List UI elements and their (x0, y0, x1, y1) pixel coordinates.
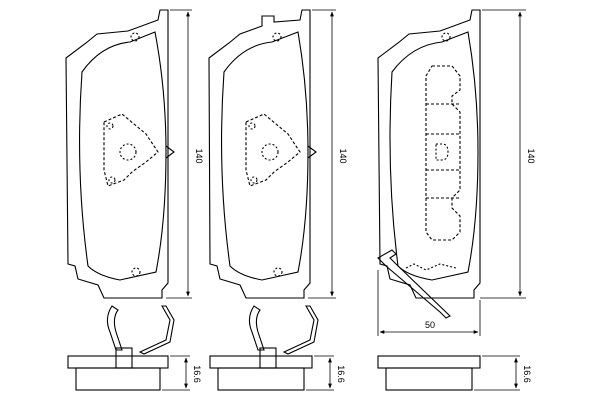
brake-pad-2-front-view (208, 9, 317, 299)
pad-2-thickness-dimension (306, 355, 334, 391)
pad-1-side-spring (138, 305, 175, 355)
pad-3-hidden-slot-pattern (425, 65, 461, 241)
pad-3-thickness-dimension (474, 355, 520, 391)
pad-1-backing-plate-outline (65, 9, 169, 299)
pad-2-clip-hole-right (250, 176, 258, 184)
pad-2-thickness-label: 16.6 (336, 365, 346, 383)
pad-3-width-label: 50 (425, 320, 435, 330)
pad-3-wear-indicator-spring (377, 249, 451, 319)
pad-2-side-view (209, 305, 319, 391)
pad-1-hidden-clip (103, 113, 159, 187)
pad-1-clip-hole-right (108, 176, 116, 184)
pad-2-mount-hole-bottom (273, 267, 283, 277)
pad-1-mount-hole-bottom (131, 267, 141, 277)
pad-3-friction-material (389, 31, 479, 281)
pad-2-height-label: 140 (338, 148, 348, 163)
pad-1-mount-hole-top (130, 32, 140, 42)
pad-3-thickness-label: 16.6 (522, 365, 532, 383)
pad-1-thickness-label: 16.6 (192, 365, 202, 383)
pad-1-clip-hole-left (106, 122, 114, 130)
pad-3-mount-hole-top (441, 32, 451, 42)
pad-3-side-friction (385, 367, 473, 391)
pad-2-clip-hole-left (248, 122, 256, 130)
brake-pad-3-rear-view (377, 9, 481, 319)
pad-2-side-friction (217, 367, 305, 391)
pad-3-hidden-d-shape (435, 143, 449, 161)
pad-1-height-label: 140 (194, 148, 204, 163)
pad-3-side-backing (377, 355, 481, 369)
pad-1-side-clip (106, 305, 123, 351)
pad-1-friction-material (79, 31, 167, 281)
pad-2-hidden-hole (261, 143, 279, 161)
pad-1-thickness-dimension (162, 355, 190, 391)
pad-1-side-tab (165, 145, 175, 159)
pad-1-side-backing (67, 355, 169, 369)
pad-2-side-tab (307, 145, 317, 159)
pad-3-width-dimension (377, 270, 481, 336)
pad-2-side-backing (209, 355, 313, 369)
pad-1-side-friction (75, 367, 161, 391)
pad-1-side-view (67, 305, 175, 391)
pad-2-backing-plate-outline (208, 9, 311, 299)
pad-1-side-clip-block (115, 347, 133, 369)
pad-2-side-spring (282, 305, 319, 355)
pad-1-height-dimension (166, 9, 192, 299)
pad-3-height-label: 140 (526, 148, 536, 163)
pad-1-hidden-hole (119, 143, 137, 161)
pad-3-bottom-hidden-tab (405, 263, 457, 271)
pad-2-side-clip (248, 305, 265, 351)
pad-2-friction-material (221, 31, 309, 281)
pad-3-side-view (377, 355, 481, 391)
pad-2-side-clip-block (259, 347, 277, 369)
pad-3-backing-plate-outline (377, 9, 481, 299)
pad-2-height-dimension (308, 9, 336, 299)
pad-2-hidden-clip (245, 113, 301, 187)
pad-2-mount-hole-top (272, 32, 282, 42)
pad-3-height-dimension (480, 9, 526, 299)
brake-pad-1-front-view (65, 9, 175, 299)
